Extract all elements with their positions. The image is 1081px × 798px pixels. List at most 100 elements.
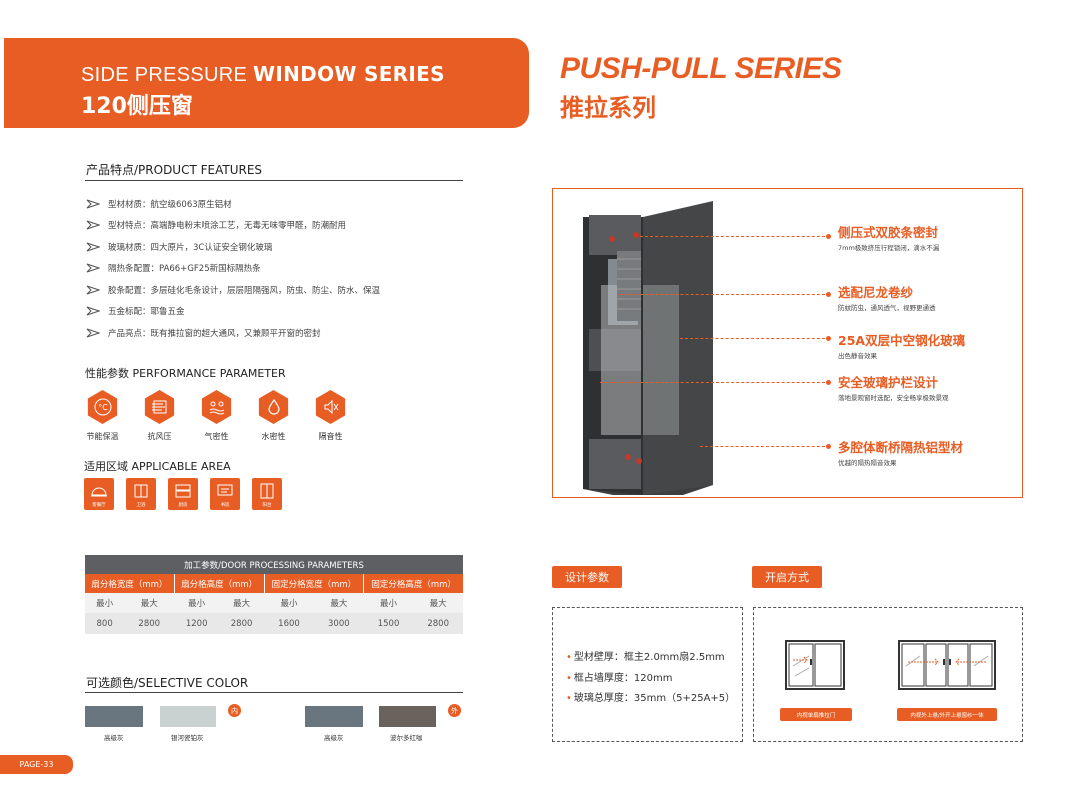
table-cell: 2800 <box>124 613 175 634</box>
table-row: 800 2800 1200 2800 1600 3000 1500 2800 <box>85 613 463 634</box>
study-icon <box>217 484 233 496</box>
opening-caption: 内视外上悬/外开上悬窗纱一体 <box>897 708 997 721</box>
feature-item: 玻璃材质：四大原片，3C认证安全钢化玻璃 <box>86 236 466 258</box>
area-item: 厨房 <box>168 478 198 510</box>
window-profile-illustration <box>583 201 713 495</box>
perf-item: 抗风压 <box>141 390 178 442</box>
window-screen-diagram <box>898 640 996 690</box>
callout-dot <box>826 292 831 297</box>
area-label: 厨房 <box>178 503 188 508</box>
wind-icon <box>144 390 175 424</box>
feature-text: 玻璃材质：四大原片，3C认证安全钢化玻璃 <box>108 242 273 253</box>
area-item: 卫浴 <box>126 478 156 510</box>
outer-badge: 外 <box>448 704 461 717</box>
callout-dot <box>826 336 831 341</box>
page-number: PAGE-33 <box>0 755 73 774</box>
series-title-en: SIDE PRESSURE WINDOW SERIES <box>81 62 445 87</box>
callout-title: 多腔体断桥隔热铝型材 <box>838 440 964 455</box>
perf-label: 抗风压 <box>147 432 172 441</box>
feature-text: 产品亮点：既有推拉窗的超大通风，又兼顾平开窗的密封 <box>108 328 321 339</box>
feature-text: 型材特点：高端静电粉末喷涂工艺，无毒无味零甲醛，防潮耐用 <box>108 221 347 232</box>
design-params-box <box>552 607 743 742</box>
color-swatch <box>85 706 143 727</box>
bath-icon <box>134 484 148 498</box>
callout-title: 选配尼龙卷纱 <box>838 285 914 300</box>
feature-text: 隔热条配置：PA66+GF25新国标隔热条 <box>108 264 261 275</box>
perf-item: 水密性 <box>255 390 292 442</box>
area-label: 卫浴 <box>136 503 146 508</box>
column-header: 固定分格宽度（mm） <box>263 574 364 593</box>
color-name: 波尔多红咖 <box>390 734 423 742</box>
column-header: 扇分格宽度（mm） <box>85 574 175 593</box>
arrow-icon <box>86 306 100 316</box>
arrow-icon <box>86 199 100 209</box>
design-params-title: 设计参数 <box>552 566 622 588</box>
features-list: 型材材质：航空级6063原生铝材 型材特点：高端静电粉末喷涂工艺，无毒无味零甲醛… <box>86 193 466 344</box>
area-title: 适用区域 APPLICABLE AREA <box>84 460 231 473</box>
area-item: 客餐厅 <box>84 478 114 510</box>
table-row: 最小 最大 最小 最大 最小 最大 最小 最大 <box>85 593 463 613</box>
table-cell: 1200 <box>174 613 220 634</box>
opening-method-box <box>753 607 1023 742</box>
feature-item: 隔热条配置：PA66+GF25新国标隔热条 <box>86 258 466 280</box>
mute-icon <box>315 390 346 424</box>
arrow-icon <box>86 220 100 230</box>
series-title-en-thin: SIDE PRESSURE <box>81 64 254 86</box>
arrow-icon <box>86 285 100 295</box>
color-swatch <box>379 706 436 727</box>
product-section-box <box>552 188 1023 498</box>
inner-badge: 内 <box>228 704 241 717</box>
processing-title: 加工参数/DOOR PROCESSING PARAMETERS <box>85 555 463 574</box>
table-cell: 最大 <box>413 593 463 613</box>
performance-icons: °C 节能保温 抗风压 气密性 水密性 隔音性 <box>84 390 349 442</box>
feature-text: 五金标配：耶鲁五金 <box>108 307 185 318</box>
color-swatch <box>305 706 363 727</box>
opening-method-title: 开启方式 <box>752 566 822 588</box>
table-cell: 最小 <box>174 593 220 613</box>
callout-sub: 出色静音效果 <box>838 352 877 360</box>
area-label: 阳台 <box>262 503 272 508</box>
series-title-cn: 120侧压窗 <box>81 94 193 119</box>
table-cell: 最小 <box>264 593 314 613</box>
airtight-icon <box>201 390 232 424</box>
table-cell: 800 <box>85 613 125 634</box>
colors-divider <box>85 692 463 693</box>
push-pull-title-en: PUSH-PULL SERIES <box>560 52 842 85</box>
perf-label: 隔音性 <box>318 432 343 441</box>
push-pull-title-cn: 推拉系列 <box>560 94 656 122</box>
feature-item: 型材材质：航空级6063原生铝材 <box>86 193 466 215</box>
spec-line: 玻璃总厚度：35mm（5+25A+5） <box>566 689 735 704</box>
area-label: 客餐厅 <box>92 503 106 508</box>
color-name: 高级灰 <box>104 734 124 742</box>
feature-item: 型材特点：高端静电粉末喷涂工艺，无毒无味零甲醛，防潮耐用 <box>86 215 466 237</box>
feature-text: 胶条配置：多层硅化毛条设计，层层阻隔强风，防虫、防尘、防水、保温 <box>108 285 381 296</box>
performance-title: 性能参数 PERFORMANCE PARAMETER <box>85 367 286 380</box>
header-banner: SIDE PRESSURE WINDOW SERIES 120侧压窗 <box>4 38 529 128</box>
area-item: 阳台 <box>252 478 282 510</box>
area-label: 书房 <box>220 503 230 508</box>
table-cell: 3000 <box>313 613 364 634</box>
callout-dot <box>826 380 831 385</box>
callout-line <box>600 382 830 383</box>
colors-title: 可选颜色/SELECTIVE COLOR <box>86 676 249 690</box>
table-cell: 1600 <box>264 613 314 634</box>
callout-line <box>640 236 830 237</box>
spec-line: 框占墙厚度：120mm <box>566 669 673 684</box>
balcony-icon <box>260 483 274 499</box>
features-title: 产品特点/PRODUCT FEATURES <box>86 163 263 177</box>
color-swatch <box>160 706 216 727</box>
arrow-icon <box>86 328 100 338</box>
spec-line: 型材壁厚：框主2.0mm扇2.5mm <box>566 648 725 663</box>
thermometer-icon: °C <box>87 390 118 424</box>
feature-text: 型材材质：航空级6063原生铝材 <box>108 199 232 210</box>
feature-item: 产品亮点：既有推拉窗的超大通风，又兼顾平开窗的密封 <box>86 322 466 344</box>
perf-label: 气密性 <box>204 432 229 441</box>
perf-item: °C 节能保温 <box>84 390 121 442</box>
feature-item: 胶条配置：多层硅化毛条设计，层层阻隔强风，防虫、防尘、防水、保温 <box>86 279 466 301</box>
processing-table: 加工参数/DOOR PROCESSING PARAMETERS 扇分格宽度（mm… <box>85 555 463 634</box>
water-drop-icon <box>258 390 289 424</box>
callout-line <box>620 294 830 295</box>
callout-sub: 优越的隔热隔音效果 <box>838 459 897 467</box>
callout-guardrail: 安全玻璃护栏设计落地景观窗时选配，安全畅享极致景观 <box>838 372 949 402</box>
